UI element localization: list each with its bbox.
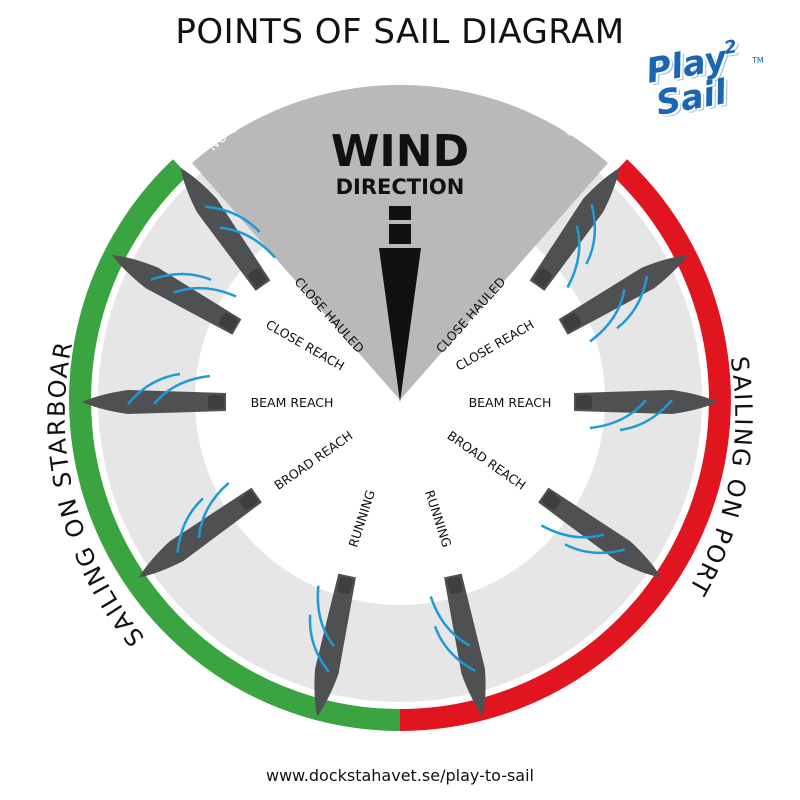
boat-hull xyxy=(314,573,356,717)
jib-sail xyxy=(616,276,649,330)
boat-beam-reach-port xyxy=(574,390,718,432)
boat-broad-reach-starboard xyxy=(138,481,262,578)
wind-label: WIND xyxy=(331,126,469,177)
main-sail xyxy=(589,289,626,343)
boat-stern xyxy=(533,268,552,287)
starboard-arc xyxy=(69,159,401,731)
play2sail-logo: Play2 Sail TM xyxy=(640,36,770,124)
boat-beam-reach-starboard xyxy=(82,372,226,414)
boat-stern xyxy=(248,268,267,287)
boat-running-starboard xyxy=(308,573,356,717)
boat-stern xyxy=(576,395,592,409)
direction-label: DIRECTION xyxy=(336,175,465,199)
jib-sail xyxy=(150,272,212,281)
jib-sail xyxy=(619,399,673,432)
boat-broad-reach-port xyxy=(538,487,662,578)
boat-close-hauled-port xyxy=(529,167,620,291)
jib-sail xyxy=(585,203,597,265)
boat-hull xyxy=(112,255,242,335)
main-sail xyxy=(589,399,647,430)
jib-sail xyxy=(308,614,330,673)
label-beam-reach-starboard: BEAM REACH xyxy=(251,395,334,410)
boat-hull xyxy=(574,390,718,414)
boat-stern xyxy=(208,395,224,409)
boats-group xyxy=(82,167,718,717)
jib-sail xyxy=(433,625,476,673)
website-url: www.dockstahavet.se/play-to-sail xyxy=(265,766,534,785)
wind-arrow xyxy=(379,206,421,402)
main-sail xyxy=(316,585,336,648)
port-arc xyxy=(399,159,731,731)
jib-sail xyxy=(564,543,626,555)
boat-stern xyxy=(562,313,582,331)
logo-trademark: TM xyxy=(752,56,764,65)
boat-stern xyxy=(446,576,463,594)
boat-running-port xyxy=(429,573,486,717)
boat-hull xyxy=(529,167,620,291)
jib-sail xyxy=(127,372,181,405)
main-sail xyxy=(566,225,581,289)
boat-close-hauled-starboard xyxy=(180,167,277,291)
jib-sail xyxy=(205,205,261,233)
boat-close-reach-starboard xyxy=(112,255,242,335)
label-beam-reach-port: BEAM REACH xyxy=(469,395,552,410)
boat-stern xyxy=(542,491,561,510)
jib-sail xyxy=(176,497,204,553)
boat-hull xyxy=(82,390,226,414)
main-sail xyxy=(540,524,604,539)
main-sail xyxy=(197,481,230,539)
boat-stern xyxy=(218,313,238,331)
boat-hull xyxy=(538,487,662,578)
main-sail xyxy=(219,226,277,259)
boat-stern xyxy=(239,491,258,510)
boat-stern xyxy=(337,576,354,594)
boat-hull xyxy=(444,573,486,717)
main-sail xyxy=(173,286,237,298)
boat-close-reach-port xyxy=(558,255,688,343)
page-title: POINTS OF SAIL DIAGRAM xyxy=(175,12,625,52)
main-sail xyxy=(153,374,211,405)
main-sail xyxy=(429,596,471,647)
